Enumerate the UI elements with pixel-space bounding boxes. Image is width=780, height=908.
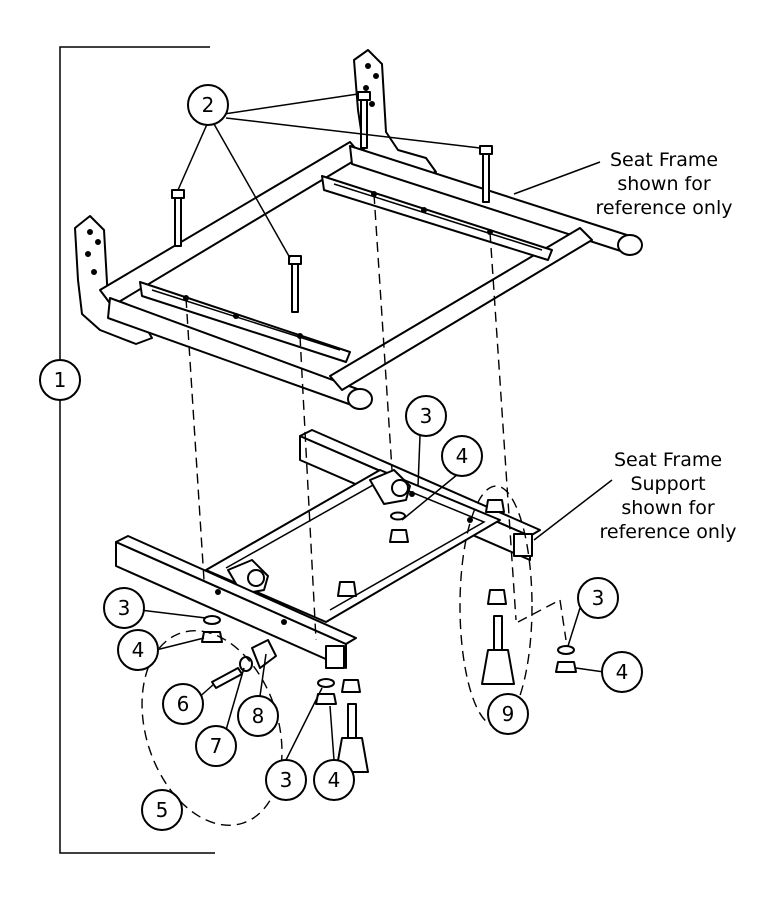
- callout-8: 8: [237, 695, 279, 737]
- callout-3-center: 3: [405, 395, 447, 437]
- callout-3-left: 3: [103, 587, 145, 629]
- callout-4-left-label: 4: [132, 638, 145, 662]
- seat-frame-support: [115, 429, 541, 669]
- callout-6-label: 6: [177, 692, 190, 716]
- callout-4-right: 4: [601, 651, 643, 693]
- seat-frame: [74, 49, 643, 410]
- seat-frame-note-line-1: Seat Frame: [610, 149, 718, 171]
- callout-9-label: 9: [502, 702, 515, 726]
- callout-7-label: 7: [210, 734, 223, 758]
- callout-3-left-label: 3: [118, 596, 131, 620]
- callout-3-center-label: 3: [420, 404, 433, 428]
- seat-frame-note-line-3: reference only: [596, 197, 733, 219]
- leader-lines: [139, 93, 613, 761]
- callout-2: 2: [187, 84, 229, 126]
- callout-3-right-label: 3: [592, 586, 605, 610]
- callout-3-right: 3: [577, 577, 619, 619]
- seat-frame-note: Seat Frame shown for reference only: [596, 149, 733, 219]
- callout-6: 6: [162, 683, 204, 725]
- callout-3-bottom-label: 3: [280, 768, 293, 792]
- callout-4-bottom: 4: [313, 759, 355, 801]
- assembly-bracket: [59, 46, 215, 854]
- callout-3-bottom: 3: [265, 759, 307, 801]
- callout-4-center-label: 4: [456, 444, 469, 468]
- support-note-line-2: Support: [630, 473, 705, 495]
- callout-5: 5: [141, 789, 183, 831]
- callout-5-label: 5: [156, 798, 169, 822]
- support-note-line-1: Seat Frame: [614, 449, 722, 471]
- callout-1-label: 1: [54, 368, 67, 392]
- callout-1: 1: [39, 359, 81, 401]
- support-note-line-3: shown for: [621, 497, 715, 519]
- alignment-lines: [185, 193, 567, 641]
- callout-8-label: 8: [252, 704, 265, 728]
- callout-4-center: 4: [441, 435, 483, 477]
- callout-7: 7: [195, 725, 237, 767]
- callout-2-label: 2: [202, 93, 215, 117]
- callout-4-bottom-label: 4: [328, 768, 341, 792]
- callout-4-right-label: 4: [616, 660, 629, 684]
- bolt-3: [357, 91, 371, 149]
- bolt-4: [479, 145, 493, 203]
- bolt-1: [171, 189, 185, 247]
- support-note-line-4: reference only: [600, 521, 737, 543]
- seat-frame-support-note: Seat Frame Support shown for reference o…: [600, 449, 737, 543]
- fasteners: [201, 499, 577, 773]
- seat-frame-note-line-2: shown for: [617, 173, 711, 195]
- bolt-2: [288, 255, 302, 313]
- bolts-item-2: [171, 91, 493, 313]
- callout-9: 9: [487, 693, 529, 735]
- callout-4-left: 4: [117, 629, 159, 671]
